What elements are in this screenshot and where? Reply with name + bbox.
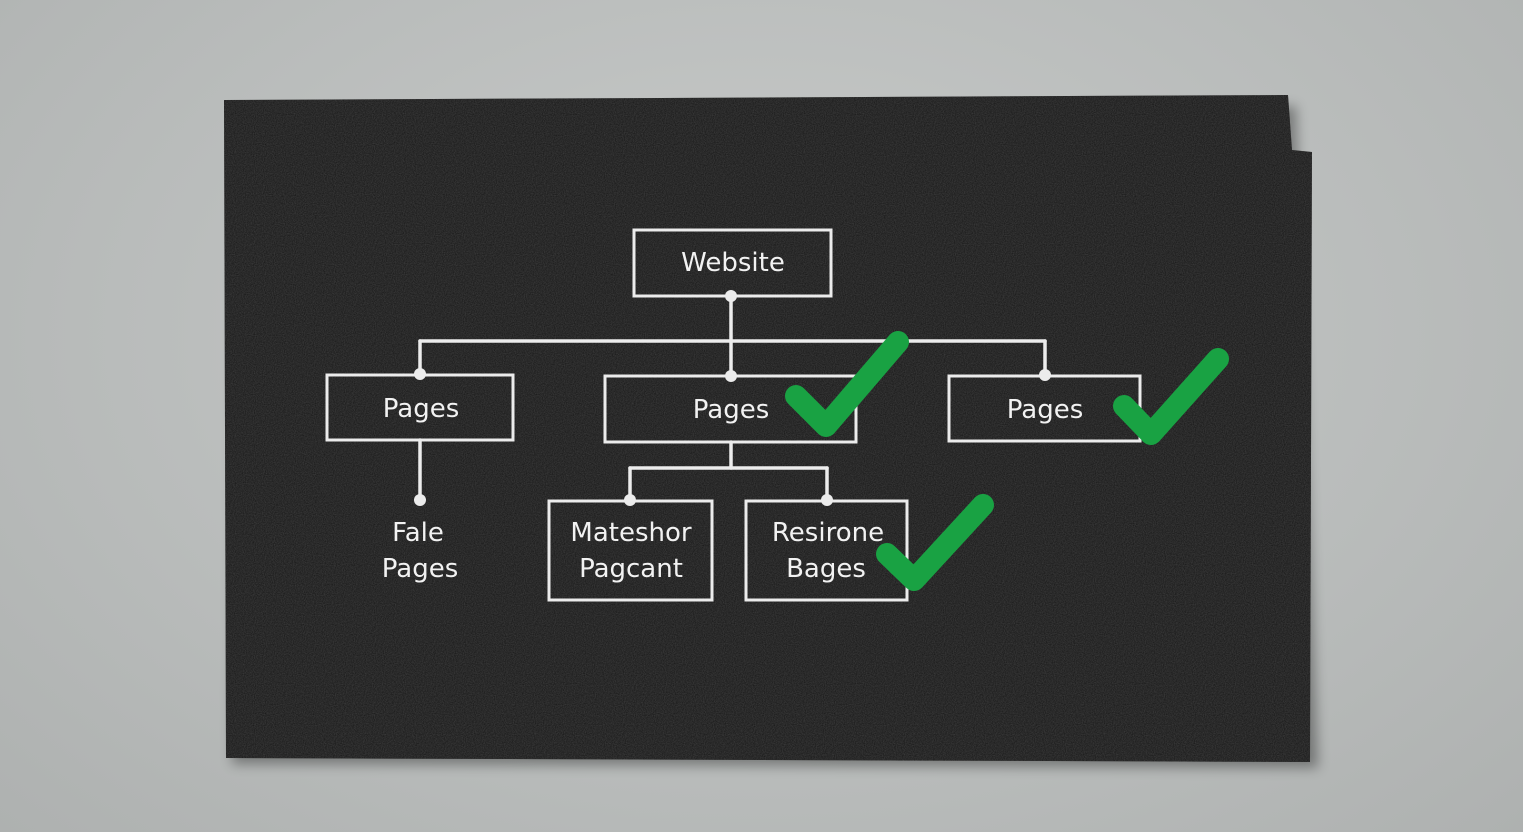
node-labels: Website Pages Pages Pages Fale Pages Mat…	[382, 248, 1084, 584]
check-marks	[785, 331, 1229, 591]
check-icon	[1113, 348, 1229, 445]
pages-label-middle: Pages	[693, 395, 770, 425]
pages-label-left: Pages	[383, 394, 460, 424]
mateshor-line1: Mateshor	[570, 518, 691, 548]
check-icon	[876, 494, 994, 591]
dot-left-leaf	[414, 494, 426, 506]
dot-right	[1039, 369, 1051, 381]
dot-resirone	[821, 494, 833, 506]
dot-middle	[725, 370, 737, 382]
dot-root	[725, 290, 737, 302]
resirone-line2: Bages	[786, 554, 866, 584]
mateshor-line2: Pagcant	[579, 554, 683, 584]
pages-label-right: Pages	[1007, 395, 1084, 425]
resirone-line1: Resirone	[772, 518, 884, 548]
connector-dots	[414, 290, 1051, 506]
dot-mateshor	[624, 494, 636, 506]
paper-grain	[224, 95, 1312, 762]
website-label: Website	[681, 248, 785, 278]
check-icon	[785, 331, 909, 437]
fale-pages-line1: Fale	[392, 518, 444, 548]
dot-left	[414, 368, 426, 380]
fale-pages-line2: Pages	[382, 554, 459, 584]
